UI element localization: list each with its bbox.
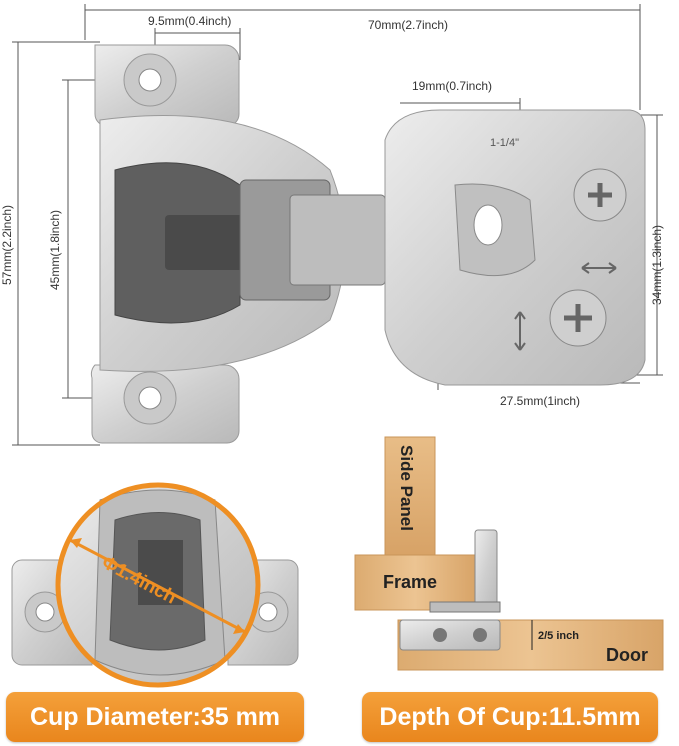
hinge-top-view: 1-1/4" [90,44,646,444]
cup-diameter-badge: Cup Diameter:35 mm [6,692,304,742]
arm-width-label: 19mm(0.7inch) [412,79,493,93]
overall-width-label: 70mm(2.7inch) [368,18,449,32]
arm-height-label: 34mm(1.3inch) [650,224,664,305]
arm-length-label: 27.5mm(1inch) [500,394,581,408]
door-label: Door [606,645,648,665]
overlay-label: 2/5 inch [538,630,579,642]
frame-label: Frame [383,572,438,592]
cup-depth-badge: Depth Of Cup:11.5mm [362,692,658,742]
overall-height-label: 57mm(2.2inch) [0,204,14,285]
installation-diagram [354,436,664,671]
svg-text:1-1/4": 1-1/4" [490,137,519,149]
hole-offset-label: 9.5mm(0.4inch) [148,14,232,28]
cup-closeup [11,482,299,688]
side-panel-label: Side Panel [397,445,416,531]
hole-spacing-label: 45mm(1.8inch) [48,209,62,290]
